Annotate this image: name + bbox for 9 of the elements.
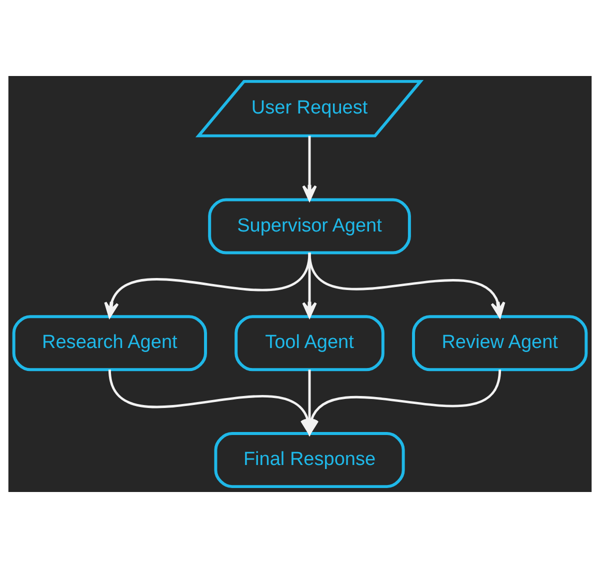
node-box: Review Agent <box>412 314 588 371</box>
node-box: Final Response <box>214 432 405 488</box>
arrow <box>304 368 502 434</box>
node-box: Supervisor Agent <box>208 198 411 254</box>
node-box: Research Agent <box>12 314 207 371</box>
node-box: Tool Agent <box>234 314 384 371</box>
arrow <box>104 252 311 318</box>
arrow <box>302 135 317 200</box>
arrow <box>308 252 506 318</box>
